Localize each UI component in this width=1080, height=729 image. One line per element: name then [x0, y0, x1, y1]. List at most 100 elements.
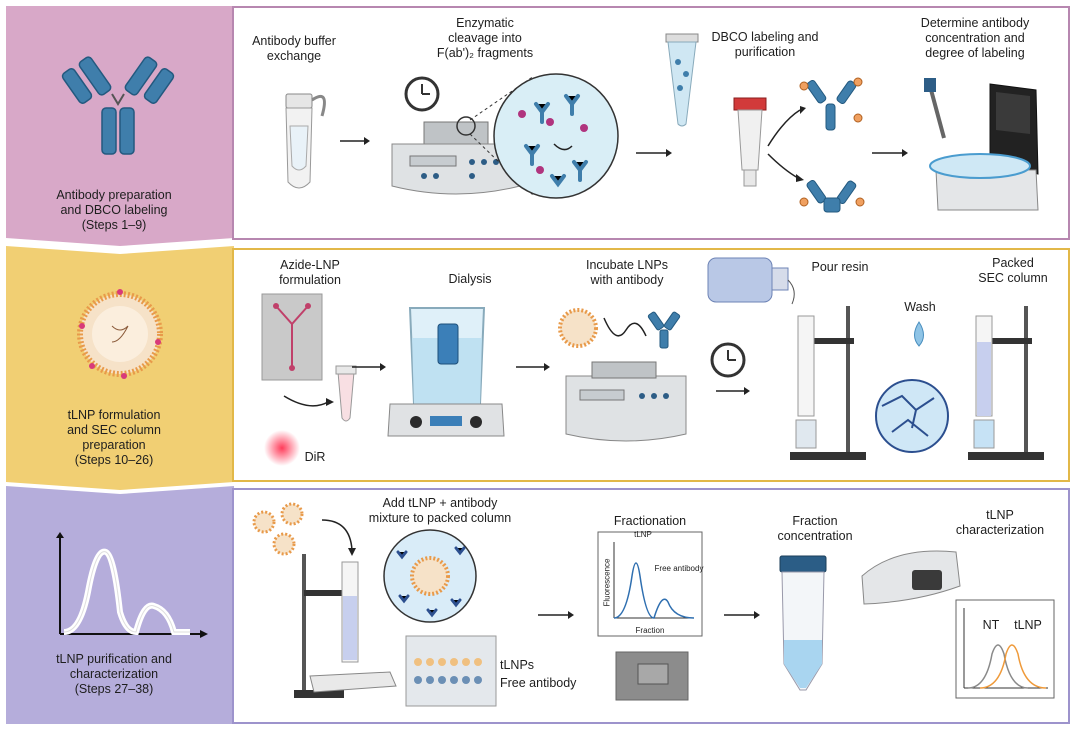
step-dbco-line-2: purification — [734, 45, 796, 59]
elution-profile-icon — [56, 532, 208, 638]
lnp-icon — [77, 289, 163, 379]
step-wash-label: Wash — [890, 300, 950, 315]
pour-column-stand-icon — [790, 306, 866, 460]
arrow-7 — [538, 611, 574, 619]
row1-panel — [232, 6, 1070, 240]
step-add-mixture-line-1: Add tLNP + antibody — [382, 496, 498, 510]
antibody-icon — [61, 56, 175, 155]
cleavage-zoom-icon — [456, 73, 619, 199]
row-antibody-preparation: Antibody preparation and DBCO labeling (… — [0, 0, 1080, 246]
step-azide-line-1: Azide-LNP — [280, 258, 340, 272]
step-packed-line-2: SEC column — [978, 271, 1048, 285]
step-packed-line-1: Packed — [992, 256, 1034, 270]
step-incubate-label: Incubate LNPs with antibody — [562, 258, 692, 288]
zetasizer-icon — [861, 550, 961, 605]
row2-side-line-1: tLNP formulation — [67, 408, 161, 422]
row1-side-line-1: Antibody preparation — [56, 188, 172, 202]
dir-dye-icon — [264, 430, 300, 466]
plate-label-free-antibody: Free antibody — [500, 676, 577, 690]
water-drop-icon — [914, 321, 924, 347]
arrow-5 — [516, 363, 550, 371]
labeled-antibody-icons — [767, 77, 865, 213]
dialysis-beaker-icon — [387, 307, 505, 437]
step-enzymatic-cleavage-label: Enzymatic cleavage into F(ab')₂ fragment… — [420, 16, 550, 61]
step-dialysis-label: Dialysis — [420, 272, 520, 287]
fraction-peak-tlnp: tLNP — [634, 530, 652, 539]
arrow-2 — [636, 149, 672, 157]
step-concentration-line-2: concentration — [777, 529, 853, 543]
row-tlnp-purification: tLNP purification and characterization (… — [0, 486, 1080, 729]
arrow-6 — [716, 387, 750, 395]
step-dbco-label: DBCO labeling and purification — [700, 30, 830, 60]
step-buffer-exchange-line-2: exchange — [266, 49, 322, 63]
step-add-mixture-label: Add tLNP + antibody mixture to packed co… — [350, 496, 530, 526]
step-determine-line-3: degree of labeling — [925, 46, 1025, 60]
step-wash-line-1: Wash — [904, 300, 936, 314]
row2-side-label: tLNP formulation and SEC column preparat… — [0, 408, 228, 468]
fraction-ylabel: Fluorescence — [602, 558, 612, 607]
step-enzymatic-line-2: cleavage into — [448, 31, 522, 45]
packed-column-stand-icon — [968, 306, 1044, 460]
row-tlnp-formulation: tLNP formulation and SEC column preparat… — [0, 246, 1080, 490]
resin-bottle-icon — [707, 257, 795, 305]
step-characterization-line-1: tLNP — [986, 508, 1014, 522]
spin-column-icon — [733, 97, 767, 187]
step-determine-line-2: concentration and — [925, 31, 1025, 45]
step-dialysis-line-1: Dialysis — [448, 272, 492, 286]
step-buffer-exchange-line-1: Antibody buffer — [252, 34, 336, 48]
clock-icon-incubation — [710, 342, 746, 378]
step-packed-column-label: Packed SEC column — [958, 256, 1068, 286]
fraction-chart-frame — [597, 531, 703, 637]
row3-side-label: tLNP purification and characterization (… — [0, 652, 228, 697]
char-series-nt: NT — [982, 618, 1000, 632]
arrow-8 — [724, 611, 760, 619]
clock-icon — [404, 76, 440, 112]
row1-side-line-3: (Steps 1–9) — [81, 218, 147, 232]
resin-zoom-icon — [875, 379, 949, 453]
row3-side-line-1: tLNP purification and — [56, 652, 172, 666]
mix-arrow — [321, 519, 356, 556]
row2-side-line-2: and SEC column — [67, 423, 161, 437]
arrow-1 — [340, 137, 370, 145]
step-pour-resin-line-1: Pour resin — [811, 260, 869, 274]
step-add-mixture-line-2: mixture to packed column — [368, 511, 512, 525]
step-incubate-line-2: with antibody — [590, 273, 664, 287]
size-distribution-chart — [955, 599, 1055, 699]
arrow-3 — [872, 149, 908, 157]
step-fractionation-line-1: Fractionation — [613, 514, 687, 528]
char-series-tlnp: tLNP — [1014, 618, 1042, 632]
step-incubate-line-1: Incubate LNPs — [586, 258, 668, 272]
step-azide-line-2: formulation — [279, 273, 341, 287]
row1-side-label: Antibody preparation and DBCO labeling (… — [0, 188, 228, 233]
column-zoom-icon — [383, 529, 477, 623]
collection-tube-icon — [283, 365, 357, 422]
row2-side-line-3: preparation — [82, 438, 146, 452]
centrifugal-filter-icon — [285, 93, 326, 189]
row2-side-line-4: (Steps 10–26) — [74, 453, 154, 467]
conical-tube-icon — [779, 555, 827, 691]
step-fractionation-label: Fractionation — [600, 514, 700, 529]
step-enzymatic-line-1: Enzymatic — [456, 16, 514, 30]
dir-label: DiR — [304, 450, 326, 464]
step-pour-resin-label: Pour resin — [800, 260, 880, 275]
step-dbco-line-1: DBCO labeling and — [711, 30, 819, 44]
row3-side-line-3: (Steps 27–38) — [74, 682, 154, 696]
arrow-4 — [352, 363, 386, 371]
column-stand-plate-icon — [294, 554, 397, 698]
step-determine-line-1: Determine antibody — [920, 16, 1030, 30]
fraction-peak-free-antibody: Free antibody — [654, 564, 704, 573]
fraction-collector-icon — [615, 651, 689, 701]
step-concentration-line-1: Fraction — [792, 514, 838, 528]
thermomixer-icon — [391, 121, 521, 195]
fraction-xlabel: Fraction — [635, 626, 665, 635]
step-buffer-exchange-label: Antibody buffer exchange — [244, 34, 344, 64]
step-determine-concentration-label: Determine antibody concentration and deg… — [900, 16, 1050, 61]
spectrophotometer-icon — [924, 78, 1039, 211]
tlnp-particles-icon — [252, 502, 304, 556]
plate-zoom-icon — [405, 635, 497, 707]
plate-label-tlnps: tLNPs — [500, 658, 535, 672]
microfluidic-chip-icon — [261, 293, 323, 381]
row3-side-line-2: characterization — [69, 667, 159, 681]
step-azide-lnp-label: Azide-LNP formulation — [250, 258, 370, 288]
incubate-mix-icon — [558, 308, 687, 442]
